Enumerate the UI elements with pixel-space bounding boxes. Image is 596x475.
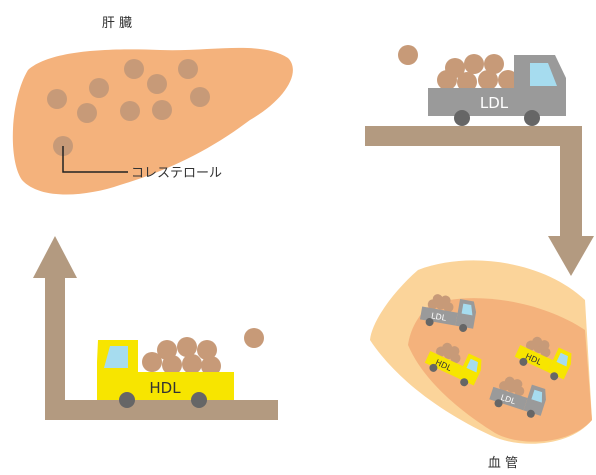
blood-vessel: LDL HDL HDL LDL bbox=[370, 260, 592, 444]
cholesterol-leader-line bbox=[62, 146, 128, 173]
floating-cholesterol-ball bbox=[398, 45, 418, 65]
hdl-truck-label: HDL bbox=[149, 379, 181, 397]
truck-wheel bbox=[454, 110, 470, 126]
vessel-lumen bbox=[408, 298, 592, 442]
vessel-label: 血 管 bbox=[488, 456, 518, 471]
ldl-truck-label: LDL bbox=[480, 94, 509, 112]
cholesterol-ball bbox=[47, 89, 67, 109]
liver bbox=[12, 47, 293, 195]
truck-cargo-balls bbox=[142, 337, 221, 376]
arrow-to-liver bbox=[33, 236, 278, 420]
cholesterol-ball bbox=[77, 103, 97, 123]
small-hdl-truck: HDL bbox=[514, 336, 572, 381]
small-hdl-truck: HDL bbox=[424, 342, 482, 387]
cholesterol-ball bbox=[124, 59, 144, 79]
hdl-truck-bottom: HDL bbox=[97, 328, 264, 408]
cholesterol-label: コレステロール bbox=[131, 166, 222, 181]
truck-bed bbox=[428, 88, 514, 116]
cholesterol-ball bbox=[147, 74, 167, 94]
truck-wheel bbox=[191, 392, 207, 408]
cholesterol-ball bbox=[120, 101, 140, 121]
cholesterol-ball bbox=[178, 59, 198, 79]
arrow-to-vessel bbox=[365, 126, 594, 276]
truck-wheel bbox=[524, 110, 540, 126]
truck-window bbox=[530, 63, 557, 86]
small-ldl-truck: LDL bbox=[419, 294, 477, 332]
cholesterol-ball bbox=[152, 100, 172, 120]
ldl-truck-top: LDL bbox=[398, 45, 566, 126]
truck-window bbox=[104, 346, 128, 368]
floating-cholesterol-ball bbox=[244, 328, 264, 348]
truck-cargo-balls bbox=[437, 54, 518, 92]
truck-wheel bbox=[119, 392, 135, 408]
liver-label: 肝 臓 bbox=[102, 16, 132, 31]
liver-shape bbox=[12, 47, 293, 195]
truck-bed bbox=[138, 372, 234, 400]
small-ldl-label: LDL bbox=[430, 311, 447, 323]
small-ldl-truck: LDL bbox=[489, 376, 546, 418]
cholesterol-ball bbox=[190, 87, 210, 107]
cholesterol-ball bbox=[89, 78, 109, 98]
